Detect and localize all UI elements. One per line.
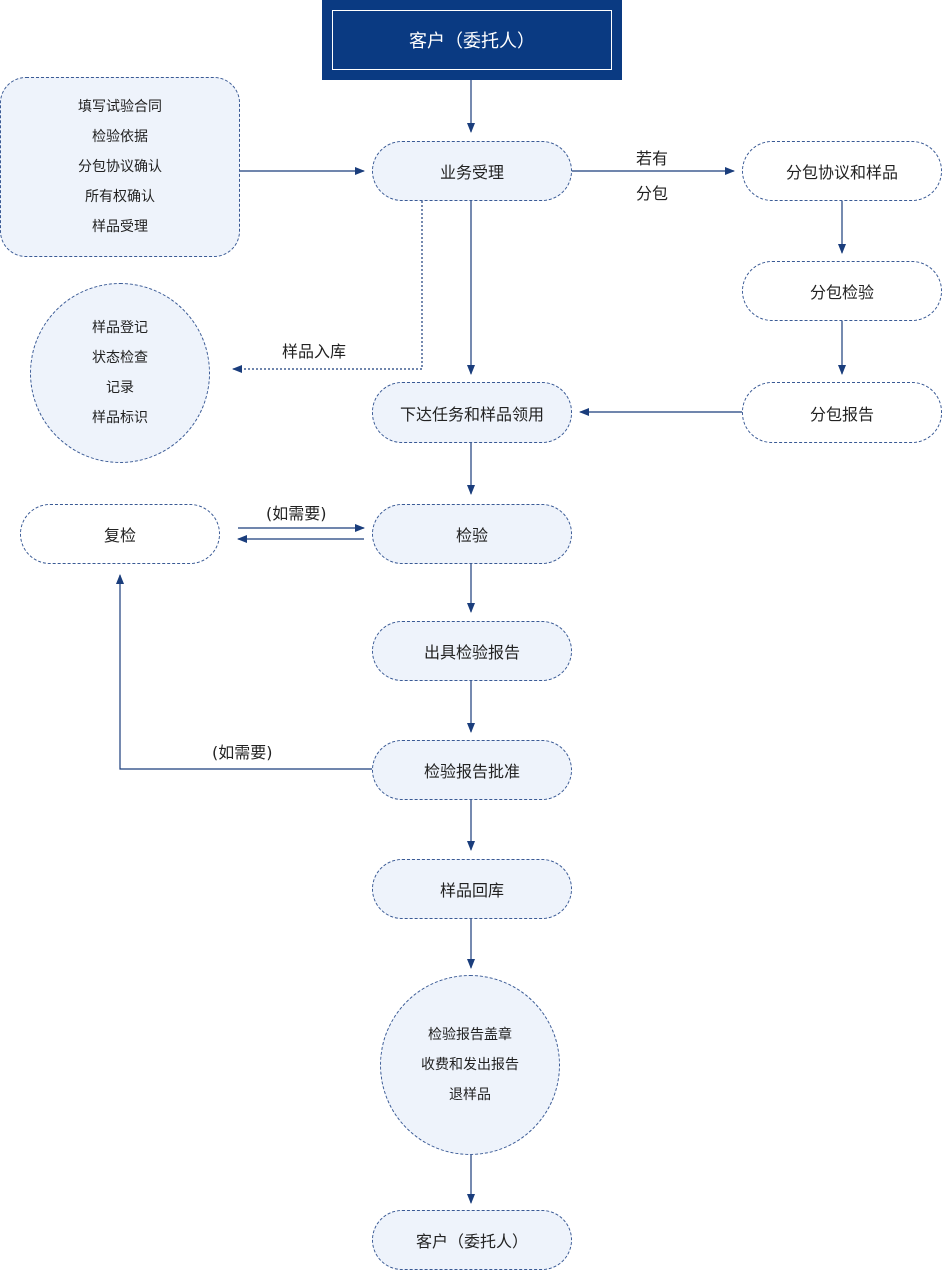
- issue-task-node: 下达任务和样品领用: [372, 382, 572, 443]
- contract-item: 分包协议确认: [78, 159, 162, 175]
- client-bottom-node: 客户（委托人）: [372, 1210, 572, 1270]
- business-node: 业务受理: [372, 141, 572, 201]
- if-have-label: 若有: [636, 149, 669, 168]
- client-header-label: 客户（委托人）: [332, 10, 612, 70]
- final-steps-node: 检验报告盖章 收费和发出报告 退样品: [380, 975, 560, 1155]
- contract-item: 检验依据: [92, 129, 148, 145]
- contract-item: 样品受理: [92, 219, 148, 235]
- arrow-business-to-samplestorage: [232, 201, 423, 373]
- sub-report-node: 分包报告: [742, 382, 942, 443]
- if-needed-label-approve: (如需要): [212, 743, 273, 762]
- final-item: 退样品: [449, 1087, 491, 1103]
- sample-item: 样品登记: [92, 320, 148, 336]
- sub-agreement-node: 分包协议和样品: [742, 141, 942, 201]
- sample-item: 状态检查: [92, 350, 148, 366]
- client-header-node: 客户（委托人）: [322, 0, 622, 80]
- sample-item: 样品标识: [92, 410, 148, 426]
- contract-item: 所有权确认: [85, 189, 155, 205]
- subcontract-label: 分包: [636, 184, 669, 203]
- issue-report-node: 出具检验报告: [372, 621, 572, 681]
- contract-items-node: 填写试验合同 检验依据 分包协议确认 所有权确认 样品受理: [0, 77, 240, 257]
- sample-item: 记录: [106, 380, 134, 396]
- arrow-approve-to-recheck: [116, 574, 372, 770]
- contract-item: 填写试验合同: [78, 99, 162, 115]
- sub-inspection-node: 分包检验: [742, 261, 942, 321]
- sample-storage-label: 样品入库: [282, 342, 347, 361]
- if-needed-label-recheck: (如需要): [266, 504, 327, 523]
- recheck-node: 复检: [20, 504, 220, 564]
- final-item: 收费和发出报告: [421, 1057, 519, 1073]
- sample-register-node: 样品登记 状态检查 记录 样品标识: [30, 283, 210, 463]
- sample-return-node: 样品回库: [372, 859, 572, 919]
- inspection-node: 检验: [372, 504, 572, 564]
- final-item: 检验报告盖章: [428, 1027, 512, 1043]
- approve-node: 检验报告批准: [372, 740, 572, 800]
